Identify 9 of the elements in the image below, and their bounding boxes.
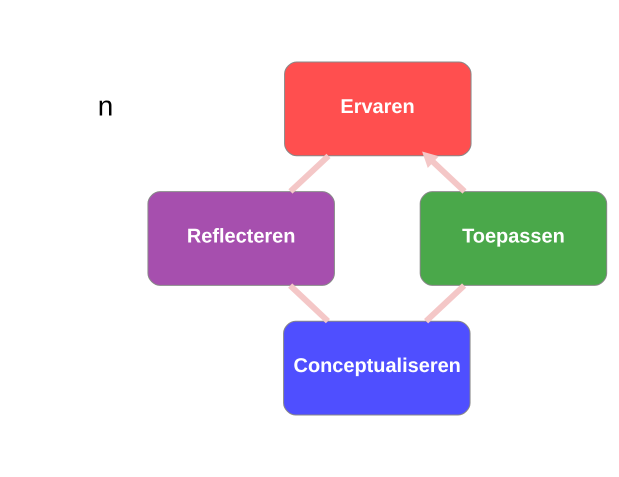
node-box: Ervaren (284, 62, 472, 156)
node-box: Reflecteren (147, 191, 335, 286)
connector (288, 283, 330, 324)
node-box: Toepassen (420, 191, 608, 286)
connector (424, 283, 466, 324)
node-box: Conceptualiseren (283, 320, 471, 416)
label: n (98, 90, 114, 122)
arrow (422, 152, 467, 194)
connector (288, 154, 331, 194)
